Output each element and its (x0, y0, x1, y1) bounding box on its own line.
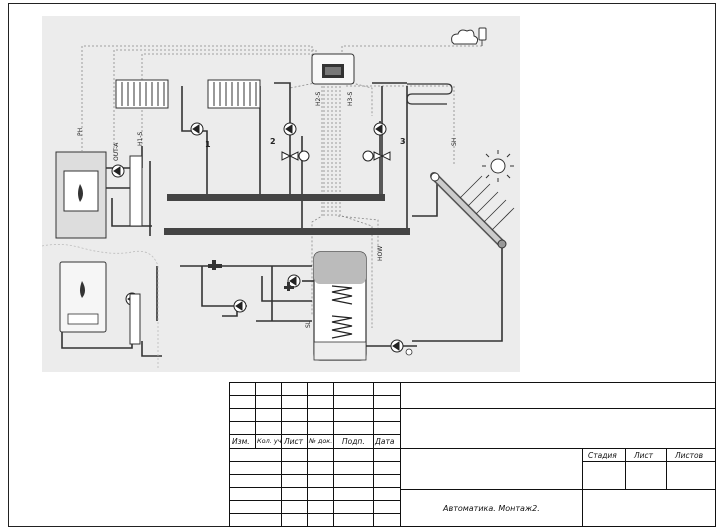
floor-heating-icon (406, 83, 453, 105)
header-list: Лист (284, 437, 304, 446)
label-sl: SL (305, 320, 312, 328)
label-h2-s: H2-S (315, 92, 322, 106)
pump-heat-indicator (405, 348, 413, 356)
radiator-icon (115, 79, 169, 109)
heating-scheme-diagram: PH OUT-A H1-S H2-S H3-S SH HOW SL 1 2 3 (42, 16, 520, 372)
water-tank-icon (313, 251, 367, 361)
sun-icon (482, 150, 514, 182)
title-block-grid (229, 382, 716, 527)
label-ph: PH (77, 128, 84, 136)
label-how: HOW (377, 246, 384, 261)
supply-manifold (167, 194, 385, 201)
document-title: Автоматика. Монтаж2. (443, 504, 540, 513)
header-stage-list: Лист (634, 451, 654, 460)
pump-number-1: 1 (205, 140, 211, 149)
terrain-line (42, 244, 159, 368)
hydraulic-separator (129, 155, 143, 227)
label-h3-s: H3-S (347, 92, 354, 106)
return-manifold (164, 228, 410, 235)
tap-icon (208, 260, 294, 291)
gas-boiler-icon (59, 261, 107, 333)
label-out-a: OUT-A (113, 142, 120, 161)
header-podp: Подп. (342, 437, 365, 446)
mixing-valve-icon (281, 150, 391, 162)
boiler-icon (55, 151, 107, 239)
label-h1-s: H1-S (137, 132, 144, 146)
low-loss-header (129, 293, 141, 345)
weather-icon (451, 27, 487, 46)
header-stadiya: Стадия (588, 451, 617, 460)
radiator-icon-2 (207, 79, 261, 109)
solar-collector-icon (430, 172, 515, 249)
controller-icon (311, 53, 355, 85)
header-izm: Изм. (232, 437, 250, 446)
label-sh: SH (451, 138, 458, 146)
pump-number-2: 2 (270, 137, 276, 146)
title-block: Изм. Кол. уч Лист № док. Подп. Дата Стад… (229, 382, 716, 527)
header-data: Дата (375, 437, 395, 446)
pump-number-3: 3 (400, 137, 406, 146)
header-n-dok: № док. (309, 437, 333, 445)
header-kol-uch: Кол. уч (257, 437, 282, 445)
header-listov: Листов (675, 451, 704, 460)
